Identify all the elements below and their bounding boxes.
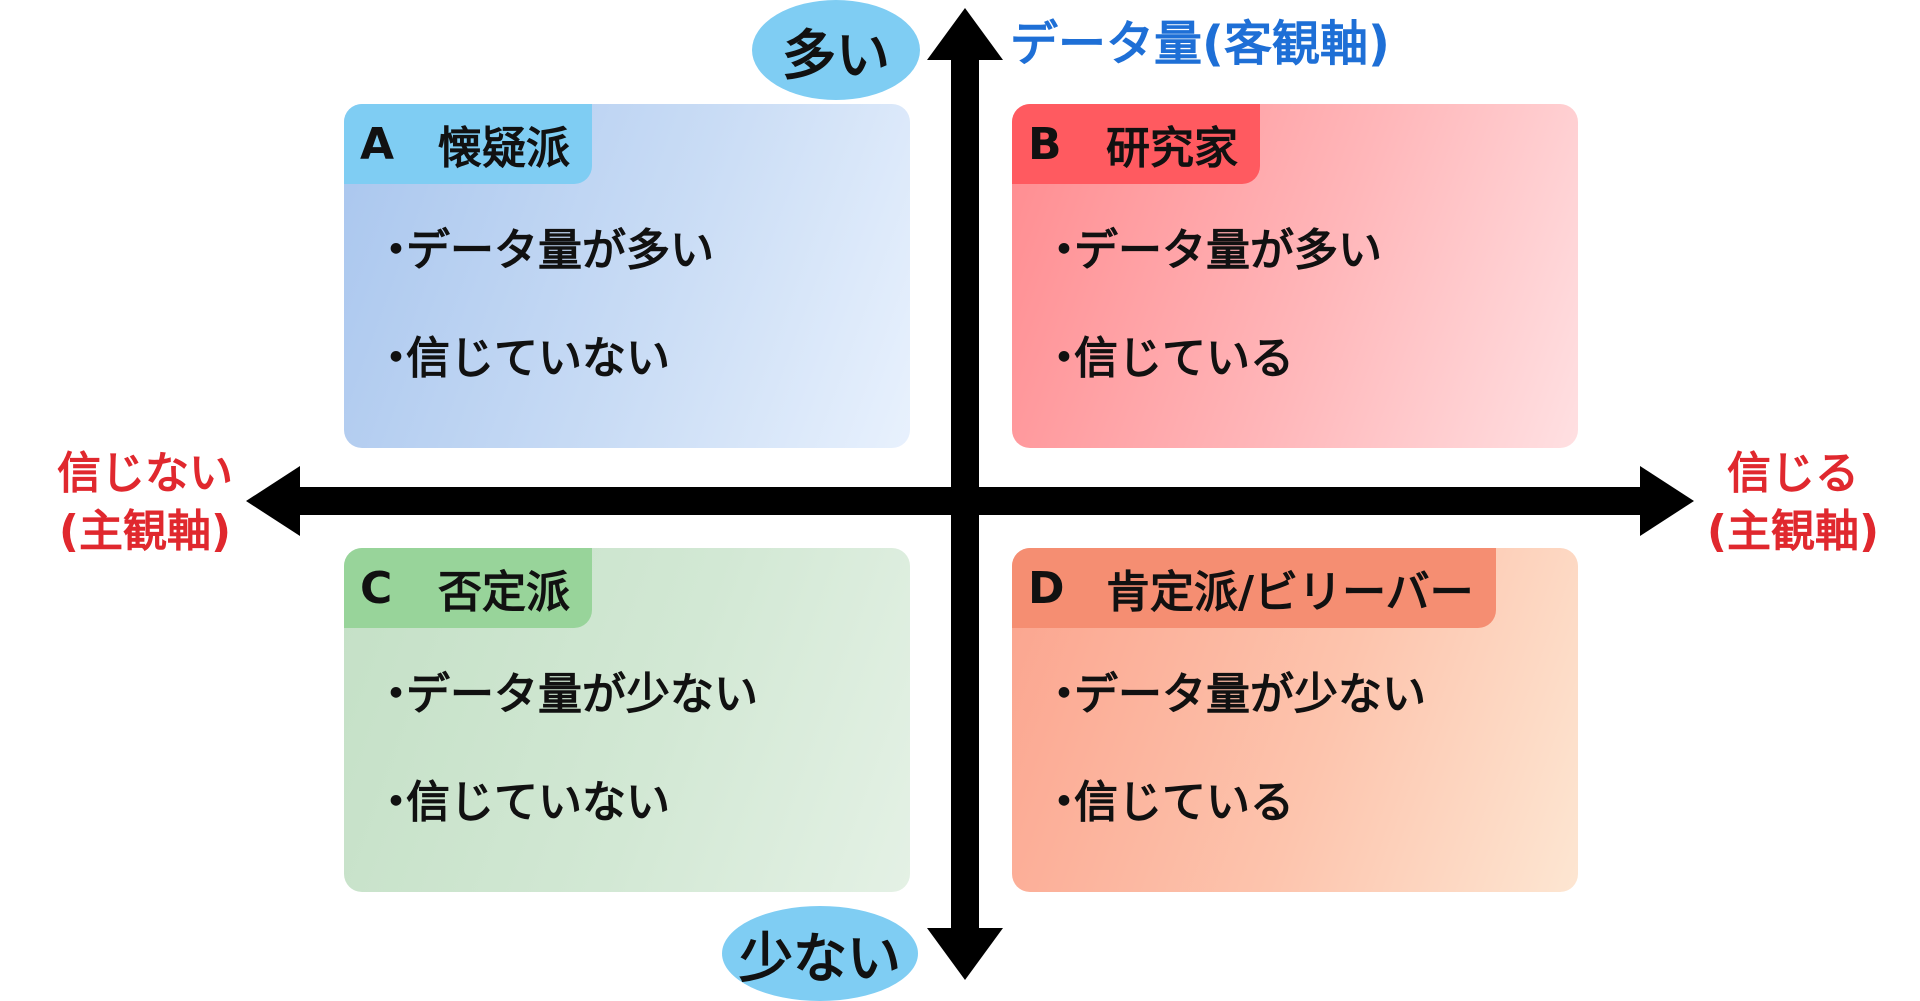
list-item-text: 信じていない	[406, 333, 670, 384]
bullet-dot: ・	[1042, 225, 1086, 276]
horizontal-axis-right-line1: 信じる	[1727, 448, 1859, 499]
quadrant-b-items: ・データ量が多い ・信じている	[1042, 224, 1382, 386]
quadrant-d-name: 肯定派/ビリーバー	[1106, 567, 1474, 618]
quadrant-a: A 懐疑派 ・データ量が多い ・信じていない	[344, 104, 910, 448]
quadrant-d-items: ・データ量が少ない ・信じている	[1042, 668, 1426, 830]
list-item-text: データ量が多い	[1074, 225, 1382, 276]
quadrant-a-letter: A	[360, 118, 395, 170]
horizontal-axis-arrow-right	[1640, 466, 1694, 536]
bullet-dot: ・	[374, 777, 418, 828]
quadrant-b: B 研究家 ・データ量が多い ・信じている	[1012, 104, 1578, 448]
quadrant-a-tag: A 懐疑派	[344, 104, 592, 184]
bullet-dot: ・	[1042, 669, 1086, 720]
quadrant-c-items: ・データ量が少ない ・信じていない	[374, 668, 758, 830]
bullet-dot: ・	[1042, 333, 1086, 384]
quadrant-d: D 肯定派/ビリーバー ・データ量が少ない ・信じている	[1012, 548, 1578, 892]
list-item: ・信じている	[1042, 776, 1426, 830]
list-item-text: 信じている	[1074, 777, 1294, 828]
quadrant-c-tag: C 否定派	[344, 548, 592, 628]
vertical-axis-arrow-up	[927, 8, 1003, 60]
quadrant-b-letter: B	[1028, 118, 1062, 170]
quadrant-b-name: 研究家	[1106, 123, 1238, 174]
list-item: ・信じていない	[374, 776, 758, 830]
list-item: ・データ量が多い	[374, 224, 714, 278]
list-item-text: データ量が多い	[406, 225, 714, 276]
horizontal-axis-arrow-left	[246, 466, 300, 536]
quadrant-a-items: ・データ量が多い ・信じていない	[374, 224, 714, 386]
quadrant-a-name: 懐疑派	[438, 123, 570, 174]
vertical-axis-title: データ量(客観軸)	[1010, 16, 1390, 72]
list-item-text: 信じている	[1074, 333, 1294, 384]
horizontal-axis-line	[290, 487, 1650, 515]
vertical-axis-bottom-label: 少ない	[722, 906, 918, 1001]
list-item: ・データ量が少ない	[374, 668, 758, 722]
quadrant-c: C 否定派 ・データ量が少ない ・信じていない	[344, 548, 910, 892]
horizontal-axis-left-line1: 信じない	[57, 448, 233, 499]
list-item: ・データ量が多い	[1042, 224, 1382, 278]
list-item-text: 信じていない	[406, 777, 670, 828]
horizontal-axis-right-line2: (主観軸)	[1706, 506, 1880, 557]
bullet-dot: ・	[1042, 777, 1086, 828]
list-item: ・データ量が少ない	[1042, 668, 1426, 722]
bullet-dot: ・	[374, 669, 418, 720]
quadrant-b-tag: B 研究家	[1012, 104, 1260, 184]
bullet-dot: ・	[374, 333, 418, 384]
list-item-text: データ量が少ない	[406, 669, 758, 720]
bullet-dot: ・	[374, 225, 418, 276]
vertical-axis-arrow-down	[927, 928, 1003, 980]
quadrant-c-letter: C	[360, 562, 393, 614]
quadrant-d-tag: D 肯定派/ビリーバー	[1012, 548, 1496, 628]
list-item: ・信じていない	[374, 332, 714, 386]
list-item-text: データ量が少ない	[1074, 669, 1426, 720]
quadrant-c-name: 否定派	[438, 567, 570, 618]
vertical-axis-top-label: 多い	[752, 0, 920, 100]
horizontal-axis-left-line2: (主観軸)	[58, 506, 232, 557]
horizontal-axis-right-label: 信じる (主観軸)	[1688, 445, 1898, 561]
list-item: ・信じている	[1042, 332, 1382, 386]
horizontal-axis-left-label: 信じない (主観軸)	[40, 445, 250, 561]
quadrant-d-letter: D	[1028, 562, 1065, 614]
